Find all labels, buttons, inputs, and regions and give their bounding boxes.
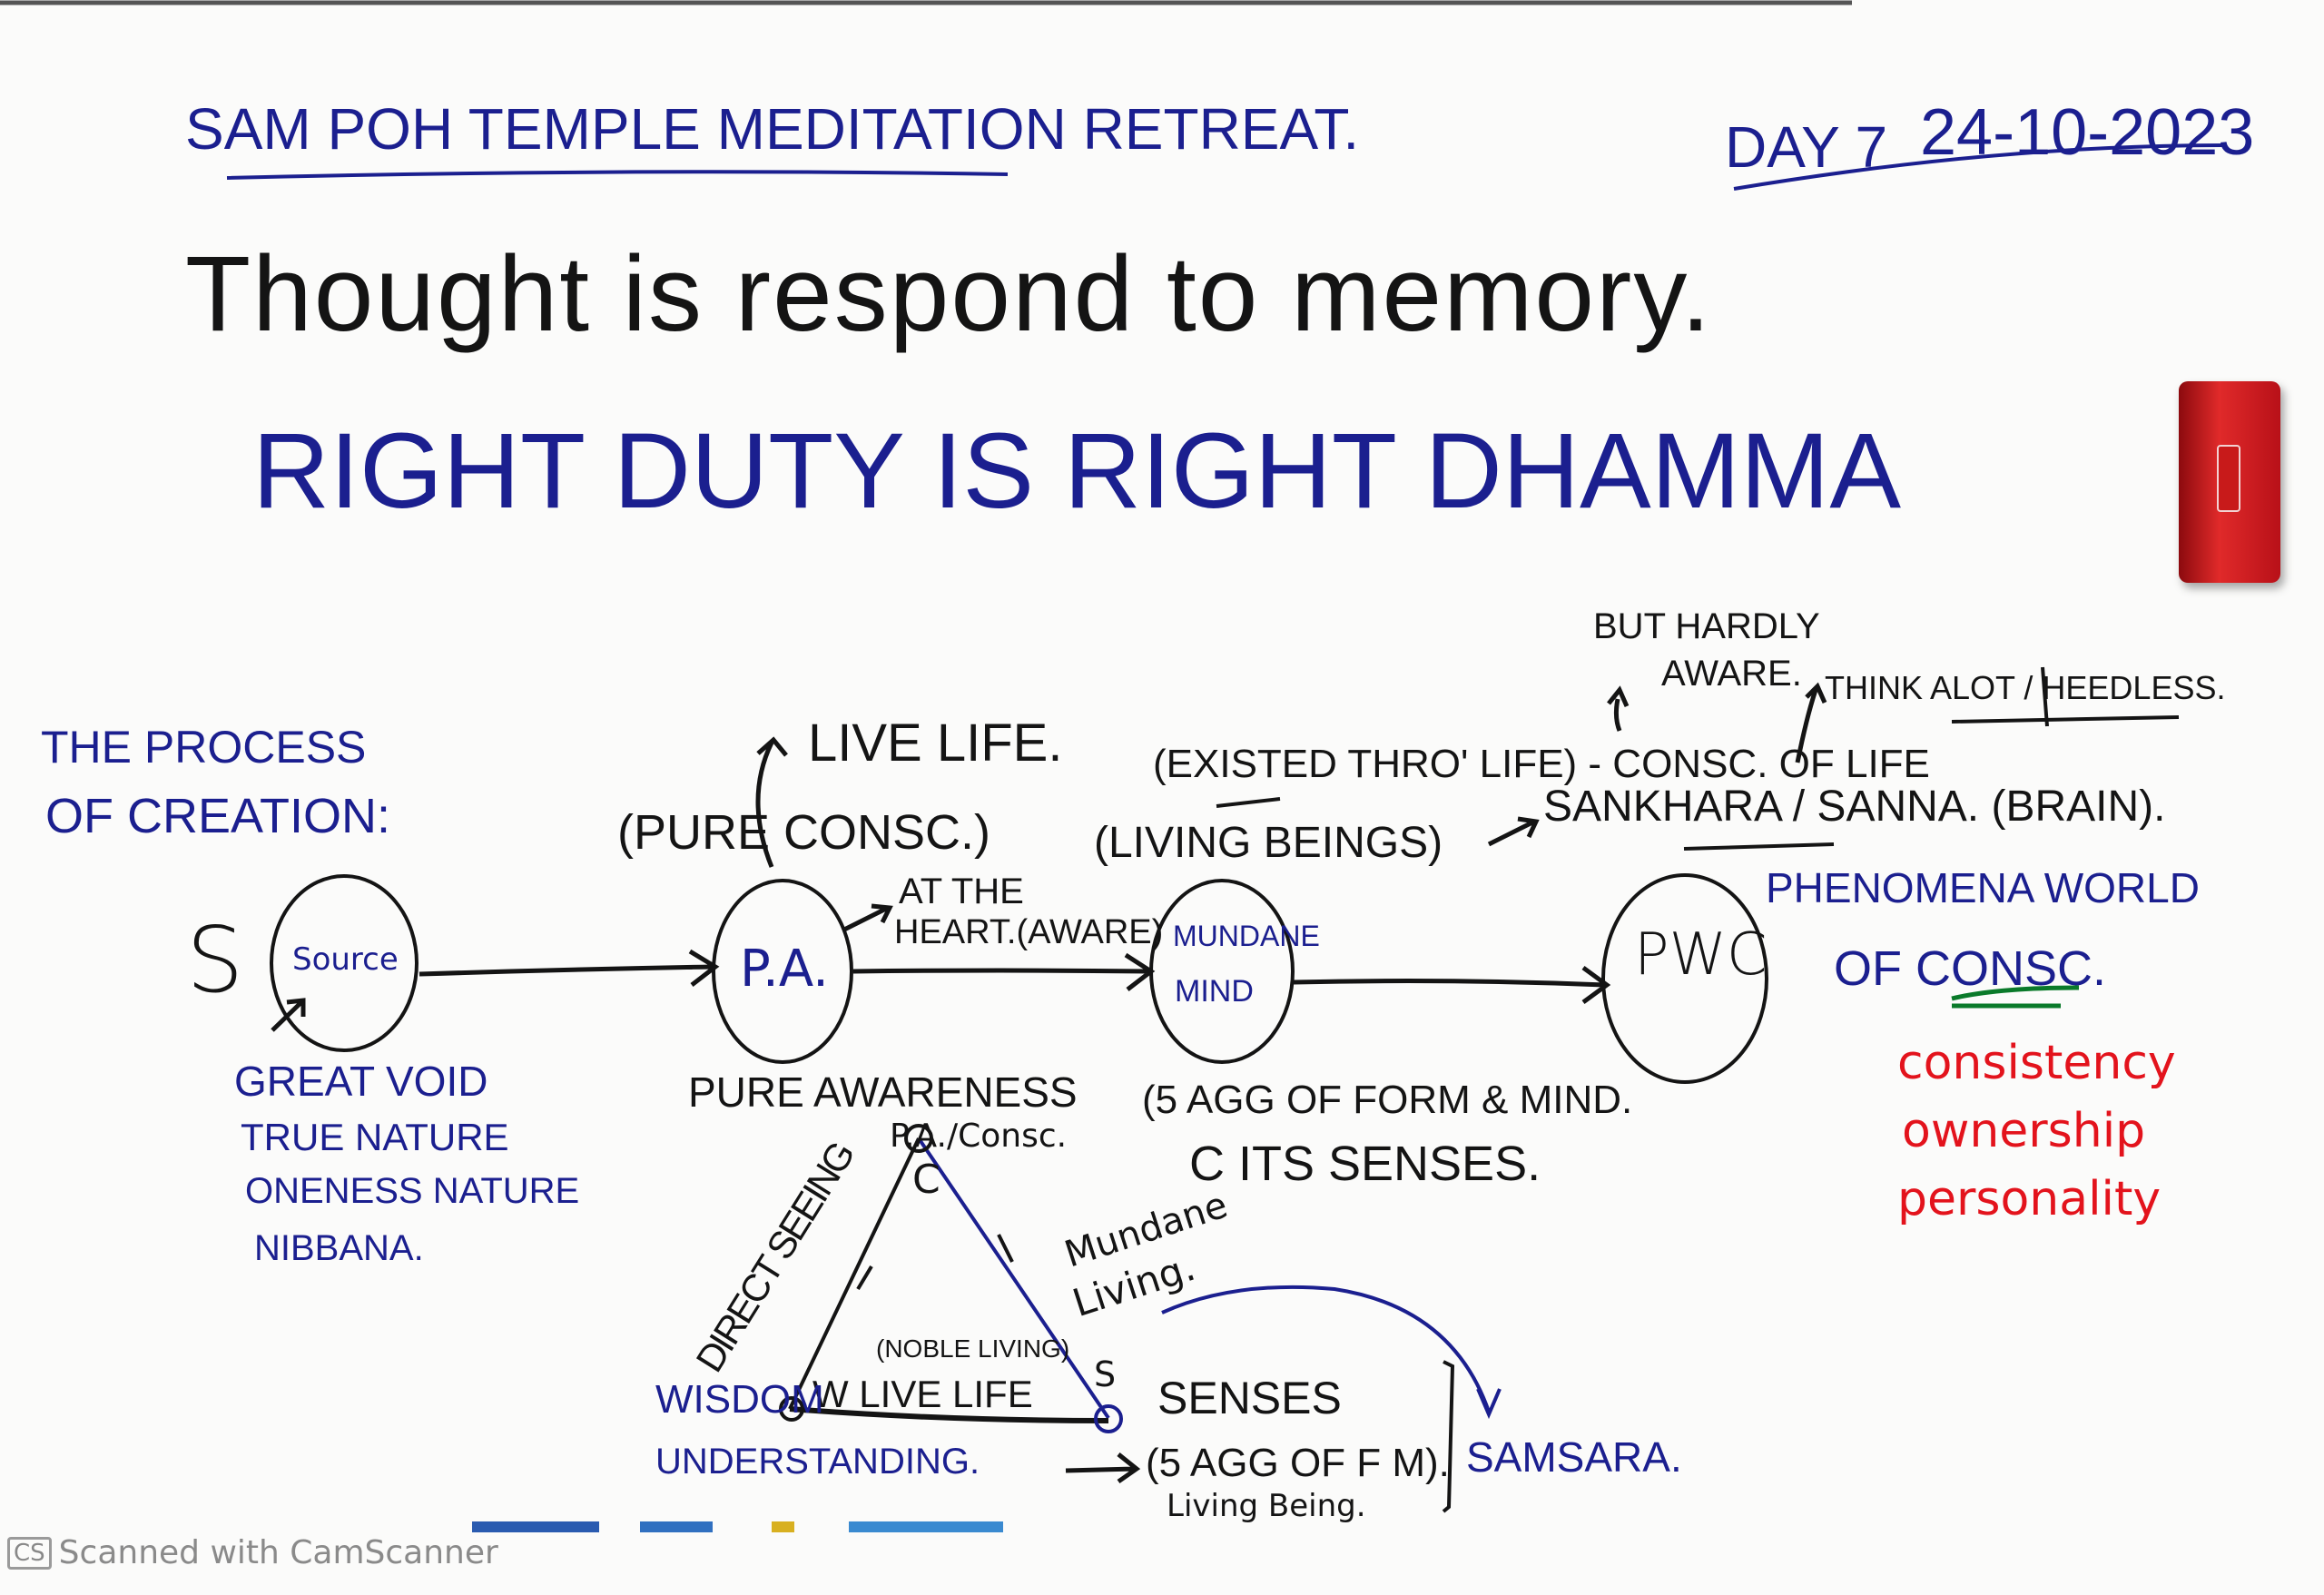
pa-side-note-1: At the <box>899 871 1024 911</box>
noble-living-note: (Noble Living) <box>876 1334 1070 1363</box>
source-label: Source <box>292 941 399 978</box>
triangle-top-letter: C <box>912 1157 940 1203</box>
samsara-label: Samsara. <box>1466 1433 1682 1481</box>
pa-above: (Pure Consc.) <box>617 805 991 860</box>
camscanner-text: Scanned with CamScanner <box>58 1534 498 1571</box>
mundane-below-1: (5 Agg of Form & Mind. <box>1142 1078 1633 1122</box>
pa-up-note: Live Life. <box>808 714 1063 773</box>
five-agg-label: (5 Agg of F M). <box>1146 1441 1450 1485</box>
triangle-top: P.A./Consc. <box>890 1117 1068 1155</box>
samsara-arrow <box>1161 1285 1502 1420</box>
triangle-right-letter: S <box>1094 1354 1117 1394</box>
green-underline <box>1951 985 2080 1009</box>
camscanner-watermark: CS Scanned with CamScanner <box>7 1534 498 1571</box>
mundane-label-1: Mundane <box>1173 920 1320 952</box>
marker-tray-item <box>640 1521 713 1532</box>
source-note-4: Nibbana. <box>254 1228 424 1268</box>
red-note-personality: personality <box>1897 1172 2162 1226</box>
mundane-up-note-1: But hardly <box>1593 606 1820 646</box>
pa-side-note-2: Heart.(Aware) <box>894 913 1164 951</box>
s-letter: S <box>186 907 244 1013</box>
mundane-mind-circle <box>1149 879 1295 1064</box>
date-underline <box>1733 143 2225 191</box>
process-title-2: of Creation: <box>45 789 391 843</box>
mundane-up-note-2: aware. <box>1661 654 1802 694</box>
thought-headline: Thought is respond to memory. <box>185 234 1713 354</box>
source-note-3: Oneness Nature <box>245 1171 580 1211</box>
underline <box>1216 797 1281 808</box>
marker-tray-item <box>849 1521 1003 1532</box>
underline <box>1683 666 2180 851</box>
pa-circle <box>712 879 853 1064</box>
pwc-side-1: Phenomena World <box>1766 864 2200 911</box>
wisdom-label: Wisdom <box>655 1377 824 1422</box>
pwc-side-2: of Consc. <box>1834 941 2107 996</box>
triangle <box>779 1124 1123 1433</box>
whiteboard-eraser <box>2179 381 2280 583</box>
day-label: Day 7 <box>1725 114 1888 180</box>
flow-arrows <box>271 682 1827 1484</box>
live-life-label: W Live Life <box>812 1373 1033 1415</box>
living-being-label: Living Being. <box>1167 1488 1366 1524</box>
pa-below: Pure Awareness <box>688 1068 1078 1116</box>
red-note-ownership: ownership <box>1902 1104 2146 1158</box>
sankhara-note: Sankhara / Sanna. (Brain). <box>1543 783 2166 831</box>
retreat-title: Sam Poh Temple Meditation Retreat. <box>185 96 1360 162</box>
source-note-1: Great Void <box>234 1058 488 1105</box>
camscanner-logo: CS <box>7 1536 52 1570</box>
pwc-circle <box>1601 873 1768 1084</box>
main-headline: Right Duty Is Right Dhamma <box>252 411 1902 531</box>
senses-label: Senses <box>1157 1373 1342 1423</box>
source-circle <box>270 874 419 1052</box>
process-title-1: The Process <box>41 722 367 773</box>
understanding-label: Understanding. <box>655 1442 980 1482</box>
pwc-label: PWC <box>1634 921 1768 989</box>
red-note-consistency: consistency <box>1897 1036 2176 1090</box>
mundane-above-2: (Living Beings) <box>1094 819 1443 867</box>
mundane-label-2: Mind <box>1175 974 1254 1009</box>
mundane-below-2: c its Senses. <box>1189 1137 1541 1191</box>
mundane-above-1: (Existed thro' Life) - Consc. of Life <box>1153 742 1930 786</box>
title-underline <box>226 170 1009 180</box>
marker-tray-item <box>472 1521 599 1532</box>
pa-label: P.A. <box>740 940 829 999</box>
marker-tray-item <box>772 1521 794 1532</box>
think-note: Think alot / Heedless. <box>1825 669 2226 706</box>
date-label: 24-10-2023 <box>1920 96 2255 169</box>
source-note-2: True Nature <box>241 1116 509 1158</box>
samsara-bracket <box>1442 1360 1455 1513</box>
